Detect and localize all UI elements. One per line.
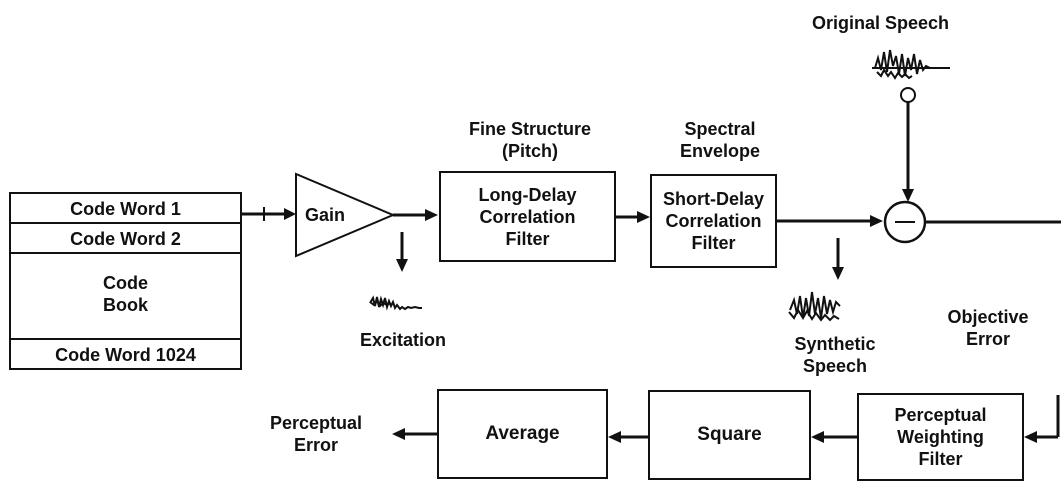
original-speech-waveform-icon (872, 49, 950, 80)
gain-amplifier (295, 172, 396, 258)
short-delay-correlation-filter: Short-Delay Correlation Filter (650, 174, 777, 268)
perceptual-weighting-filter: Perceptual Weighting Filter (857, 393, 1024, 481)
excitation-label: Excitation (360, 330, 447, 350)
code-word-1: Code Word 1 (11, 194, 240, 224)
excitation-waveform-icon (369, 295, 422, 311)
synthetic-speech-waveform-icon (788, 291, 841, 322)
synthetic-speech-label: Synthetic Speech (794, 334, 876, 376)
gain-label: Gain (305, 205, 346, 225)
long-delay-correlation-filter: Long-Delay Correlation Filter (439, 171, 616, 262)
code-word-2: Code Word 2 (11, 224, 240, 254)
perceptual-error-label: Perceptual Error (269, 413, 363, 455)
code-book-label-line2: Book (103, 295, 148, 315)
code-book: Code Word 1 Code Word 2 Code Book Code W… (9, 192, 242, 370)
fine-structure-label: Fine Structure (Pitch) (468, 119, 592, 161)
average-block: Average (437, 389, 608, 479)
code-word-1024: Code Word 1024 (11, 338, 240, 368)
objective-error-label: Objective Error (947, 307, 1029, 349)
square-block: Square (648, 390, 811, 480)
original-speech-label: Original Speech (812, 13, 950, 33)
spectral-envelope-label: Spectral Envelope (679, 119, 761, 161)
original-speech-node (900, 87, 916, 103)
code-book-label-line1: Code (103, 273, 148, 293)
